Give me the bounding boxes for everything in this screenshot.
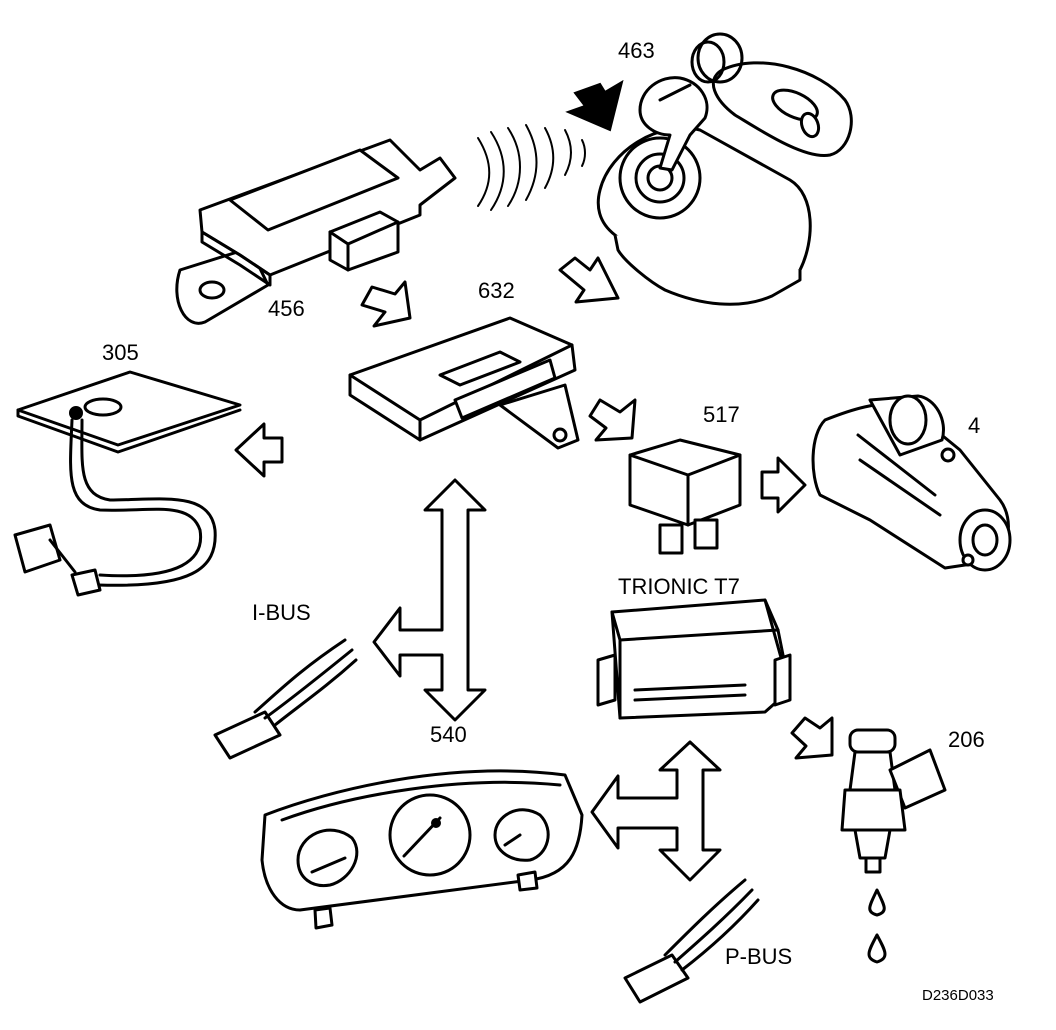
arrow-456-to-632: [360, 280, 412, 328]
radio-waves: [477, 124, 586, 211]
arrow-632-to-517: [588, 398, 637, 442]
label-456: 456: [268, 296, 305, 321]
arrow-517-to-4: [760, 456, 807, 514]
pbus-connector: [623, 878, 760, 1004]
arrow-463-to-632: [558, 256, 620, 304]
instrument-cluster: [260, 769, 584, 930]
arrow-632-to-305: [234, 422, 284, 478]
bus-arrow-pbus: [590, 740, 722, 882]
drawing-id: D236D033: [922, 987, 994, 1004]
control-module: [348, 316, 580, 450]
engine-ecu: [596, 598, 792, 720]
label-4: 4: [968, 413, 981, 438]
relay: [628, 438, 742, 555]
ibus-connector: [213, 638, 358, 760]
label-pbus: P-BUS: [725, 944, 793, 969]
arrow-t7-to-206: [790, 716, 834, 760]
label-540: 540: [430, 722, 467, 747]
starter-motor: [811, 394, 1012, 572]
bus-arrow-ibus: [372, 478, 487, 722]
label-trionic-t7: TRIONIC T7: [618, 574, 740, 599]
ignition-key-fob: [565, 32, 853, 306]
immobiliser-antenna: [13, 370, 242, 597]
fuel-injector: [840, 728, 947, 874]
fuel-drops-icon: [867, 888, 887, 964]
label-463: 463: [618, 38, 655, 63]
label-206: 206: [948, 727, 985, 752]
label-ibus: I-BUS: [252, 600, 311, 625]
label-632: 632: [478, 278, 515, 303]
antenna-module: [175, 138, 457, 325]
label-305: 305: [102, 340, 139, 365]
label-517: 517: [703, 402, 740, 427]
